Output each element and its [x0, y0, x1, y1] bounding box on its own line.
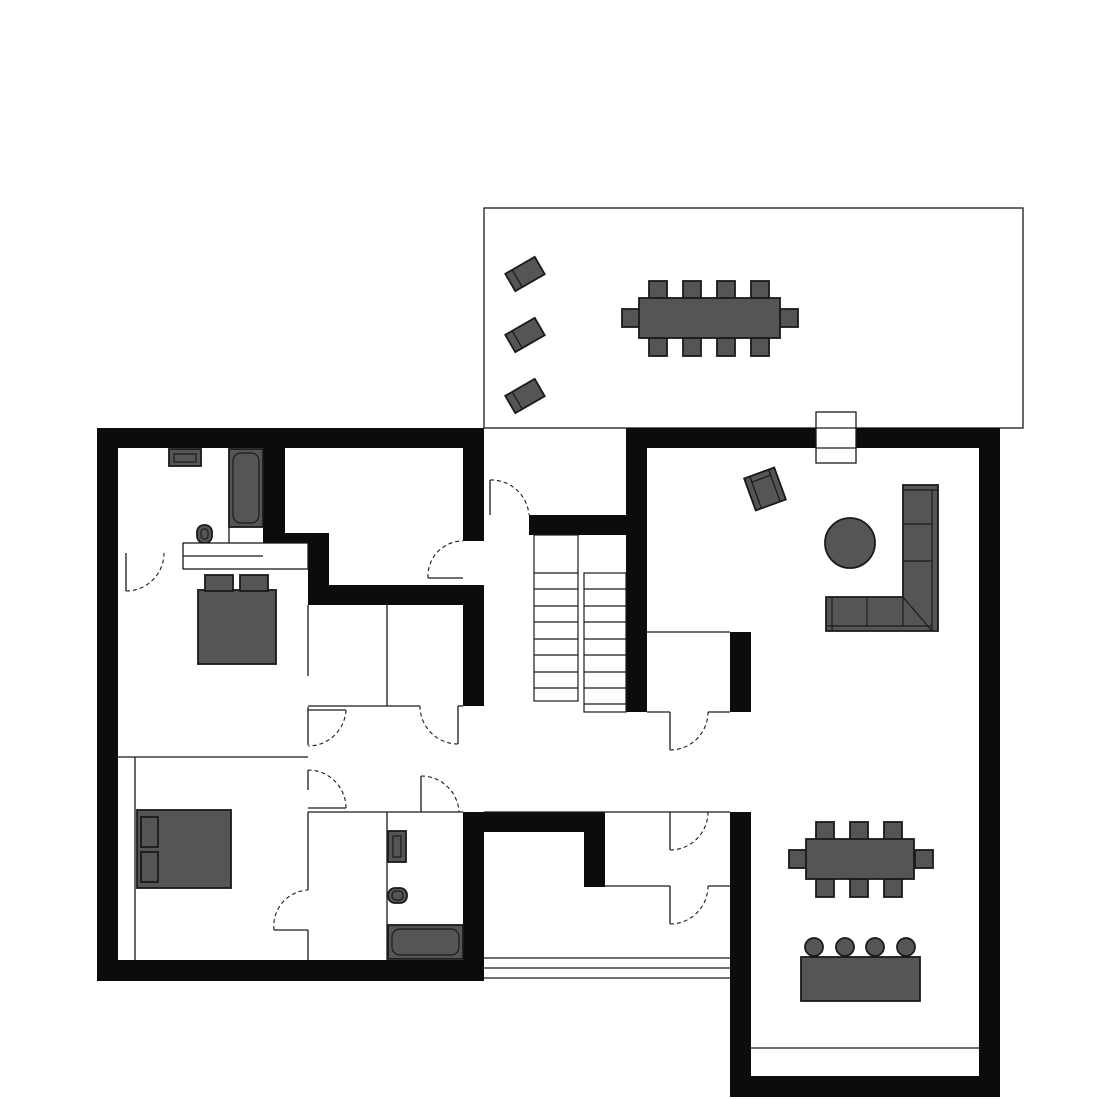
chair [849, 821, 869, 841]
door [669, 711, 709, 751]
chair [849, 878, 869, 898]
door [427, 540, 464, 579]
pillow [140, 851, 159, 883]
staircase [533, 534, 627, 713]
bathtub [387, 924, 464, 960]
master-bedroom [168, 448, 309, 665]
door [125, 552, 165, 592]
chair [779, 308, 799, 328]
pillow [204, 574, 234, 592]
exterior-walls [97, 428, 1000, 1097]
door [419, 705, 459, 745]
pillow [239, 574, 269, 592]
partitions [118, 411, 979, 1049]
door [307, 769, 347, 809]
bar-stool [835, 937, 855, 957]
chair [815, 821, 835, 841]
round-coffee-table [824, 517, 876, 569]
living-room [742, 466, 939, 632]
bar-stool [804, 937, 824, 957]
toilet [387, 887, 408, 904]
lounge-chair [504, 255, 546, 293]
dining-set [788, 821, 934, 898]
chair [883, 821, 903, 841]
bathroom [387, 830, 464, 960]
bar-stool [896, 937, 916, 957]
door [307, 709, 347, 747]
chair [815, 878, 835, 898]
door [489, 479, 530, 516]
door [420, 775, 460, 813]
double-bed [197, 589, 277, 665]
window-opening [815, 411, 857, 464]
chair [750, 280, 770, 300]
toilet [196, 524, 213, 544]
chair [883, 878, 903, 898]
pillow [140, 816, 159, 848]
chair [750, 337, 770, 357]
chair [682, 337, 702, 357]
chair [788, 849, 808, 869]
door [669, 811, 709, 851]
chair [621, 308, 641, 328]
chair [682, 280, 702, 300]
terrace [483, 207, 1024, 429]
chair [648, 280, 668, 300]
bathtub [228, 448, 264, 528]
bedroom-2 [136, 809, 232, 889]
dining-kitchen [788, 821, 934, 1002]
lounge-chair [504, 316, 546, 354]
lounge-chair [504, 377, 546, 415]
door [273, 889, 309, 931]
l-shaped-sofa [825, 484, 939, 632]
doors [125, 479, 709, 931]
chair [716, 337, 736, 357]
interior-walls [263, 428, 751, 712]
lounge-chairs [504, 255, 546, 415]
chair [914, 849, 934, 869]
dining-table [638, 297, 781, 339]
door [669, 885, 709, 925]
armchair [742, 466, 788, 512]
kitchen-counter [800, 956, 921, 1002]
chair [648, 337, 668, 357]
chair [716, 280, 736, 300]
bar-stool [865, 937, 885, 957]
terrace-dining-set [621, 280, 799, 357]
dining-table [805, 838, 915, 880]
